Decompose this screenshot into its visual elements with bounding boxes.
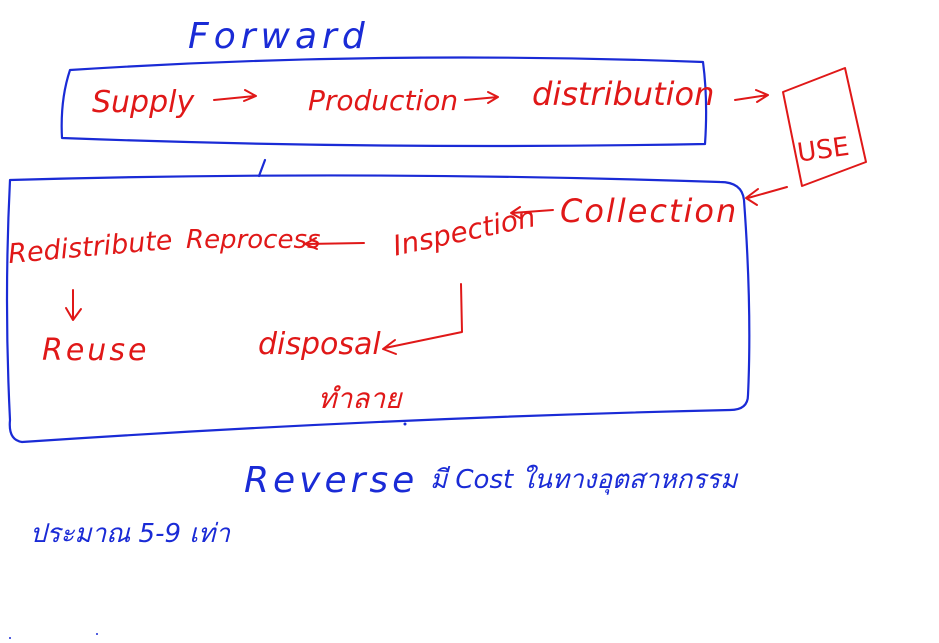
forward-step-production: Production	[308, 84, 458, 117]
reverse-step-reprocess: Reprocess	[186, 225, 321, 255]
reverse-step-collection: Collection	[560, 192, 738, 230]
arrow-inspection-to-reprocess	[304, 237, 365, 250]
arrow-redistribute-to-reuse	[65, 289, 82, 321]
arrow-production-to-distribution	[464, 91, 499, 104]
reverse-box	[5, 174, 751, 444]
arrow-distribution-to-use	[734, 89, 769, 103]
forward-step-distribution: distribution	[532, 75, 714, 113]
reverse-step-disposal: disposal	[258, 327, 381, 362]
ink-dot	[403, 422, 407, 426]
use-label: USE	[795, 132, 851, 169]
reverse-step-redistribute: Redistribute	[7, 225, 174, 270]
reverse-step-inspection: Inspection	[390, 200, 538, 262]
arrow-collection-to-inspection	[510, 206, 554, 219]
forward-box	[60, 56, 708, 148]
forward-step-supply: Supply	[92, 85, 195, 120]
use-box	[782, 67, 867, 187]
ink-dot-bottom-1	[9, 637, 11, 639]
forward-title: Forward	[188, 16, 370, 57]
blue-tick-mark	[257, 158, 267, 178]
reverse-cost-note: มี Cost ในทางอุตสาหกรรม	[430, 464, 739, 495]
arrow-use-to-collection	[745, 186, 788, 206]
footer-note: ประมาณ 5-9 เท่า	[30, 519, 231, 549]
reverse-step-reuse: Reuse	[42, 333, 149, 368]
ink-dot-bottom-2	[96, 633, 98, 635]
arrow-supply-to-production	[213, 89, 257, 102]
reverse-step-disposal-thai: ทำลาย	[318, 382, 403, 415]
reverse-title: Reverse	[244, 460, 418, 501]
arrow-inspection-to-disposal	[382, 283, 463, 355]
